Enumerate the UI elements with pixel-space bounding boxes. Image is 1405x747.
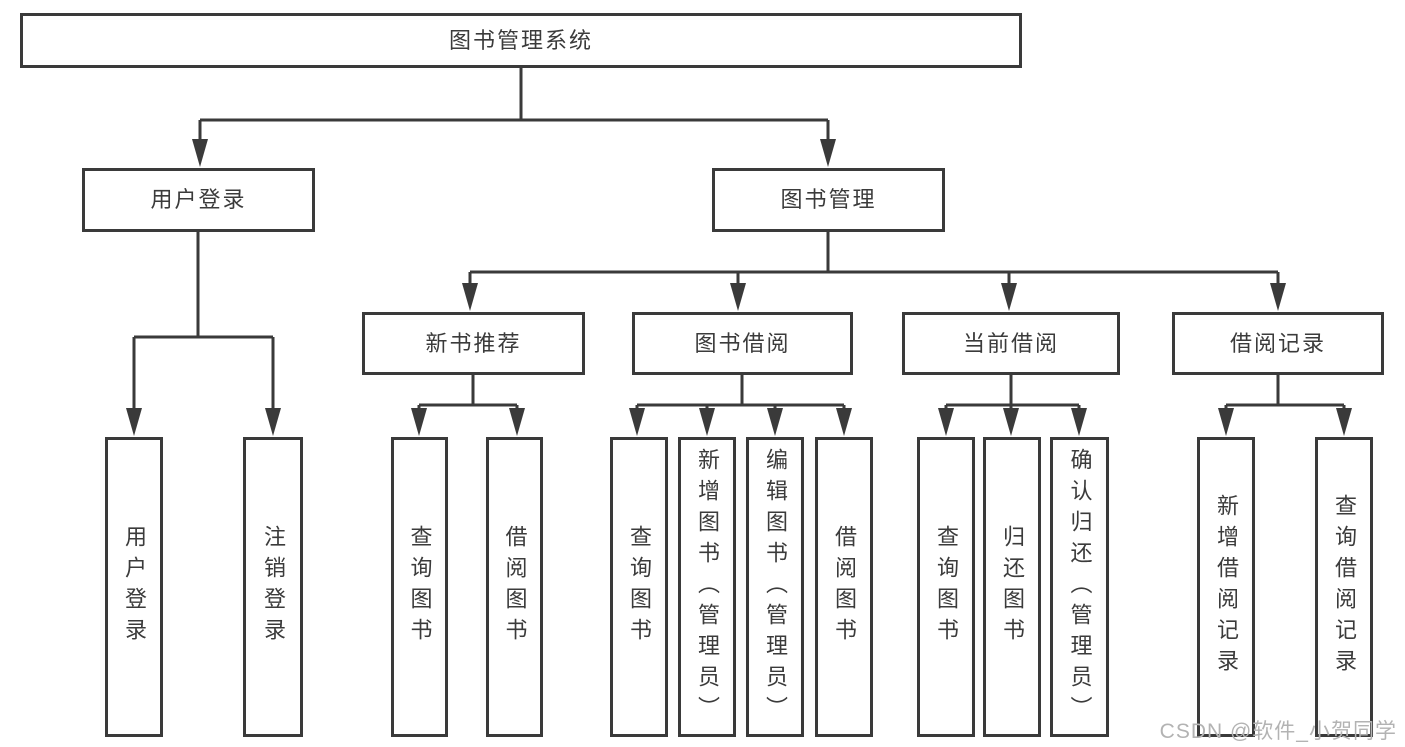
arrowhead xyxy=(629,408,645,436)
arrowhead xyxy=(1071,408,1087,436)
arrowhead xyxy=(730,283,746,311)
connector-user-login-to-leaves xyxy=(132,232,275,412)
node-borrow-records-label: 借阅记录 xyxy=(1229,330,1326,356)
leaf-confirm-return-admin: 确认归还（管理员） xyxy=(1050,437,1109,737)
node-user-login-label: 用户登录 xyxy=(150,187,247,212)
arrowhead xyxy=(1336,408,1352,436)
leaf-user-login: 用户登录 xyxy=(105,437,163,737)
arrowhead xyxy=(1001,283,1017,311)
leaf-borrow-books-recommend: 借阅图书 xyxy=(486,437,543,737)
arrowhead xyxy=(462,283,478,311)
leaf-return-books-label: 归还图书 xyxy=(1000,525,1025,649)
leaf-query-books-borrow-label: 查询图书 xyxy=(627,525,652,649)
arrowhead xyxy=(192,139,208,167)
leaf-add-borrow-record-label: 新增借阅记录 xyxy=(1214,494,1239,680)
arrowhead xyxy=(509,408,525,436)
node-current-borrow-label: 当前借阅 xyxy=(962,330,1059,356)
connector-book-management-to-level3 xyxy=(468,232,1280,288)
arrowhead xyxy=(1003,408,1019,436)
leaf-logout-label: 注销登录 xyxy=(261,525,286,649)
leaf-query-books-borrow: 查询图书 xyxy=(610,437,668,737)
leaf-query-books-recommend-label: 查询图书 xyxy=(407,525,433,649)
node-user-login: 用户登录 xyxy=(82,168,315,232)
leaf-borrow-books: 借阅图书 xyxy=(815,437,873,737)
connector-current-borrow-to-leaves xyxy=(944,375,1081,412)
leaf-add-borrow-record: 新增借阅记录 xyxy=(1197,437,1255,737)
leaf-confirm-return-admin-label: 确认归还（管理员） xyxy=(1067,447,1093,727)
node-book-management: 图书管理 xyxy=(712,168,945,232)
node-new-book-recommend-label: 新书推荐 xyxy=(425,330,522,356)
leaf-query-books-current-label: 查询图书 xyxy=(934,525,959,649)
leaf-query-borrow-record: 查询借阅记录 xyxy=(1315,437,1373,737)
leaf-query-books-recommend: 查询图书 xyxy=(391,437,448,737)
connector-book-borrow-to-leaves xyxy=(635,375,846,412)
arrowhead xyxy=(767,408,783,436)
node-book-borrow: 图书借阅 xyxy=(632,312,853,375)
node-root-label: 图书管理系统 xyxy=(448,27,593,53)
node-current-borrow: 当前借阅 xyxy=(902,312,1120,375)
leaf-query-books-current: 查询图书 xyxy=(917,437,975,737)
arrowhead xyxy=(938,408,954,436)
connector-root-to-level2 xyxy=(198,68,830,144)
node-borrow-records: 借阅记录 xyxy=(1172,312,1384,375)
connector-borrow-records-to-leaves xyxy=(1224,375,1346,412)
leaf-add-books-admin: 新增图书（管理员） xyxy=(678,437,736,737)
arrowhead xyxy=(699,408,715,436)
leaf-borrow-books-recommend-label: 借阅图书 xyxy=(502,525,528,649)
arrowhead xyxy=(1218,408,1234,436)
leaf-user-login-label: 用户登录 xyxy=(122,525,147,649)
leaf-return-books: 归还图书 xyxy=(983,437,1041,737)
arrowhead xyxy=(126,408,142,436)
leaf-query-borrow-record-label: 查询借阅记录 xyxy=(1332,494,1357,680)
node-root: 图书管理系统 xyxy=(20,13,1022,68)
arrowhead xyxy=(411,408,427,436)
node-book-borrow-label: 图书借阅 xyxy=(694,330,791,356)
leaf-borrow-books-label: 借阅图书 xyxy=(832,525,857,649)
arrowhead xyxy=(1270,283,1286,311)
node-new-book-recommend: 新书推荐 xyxy=(362,312,585,375)
leaf-edit-books-admin: 编辑图书（管理员） xyxy=(746,437,804,737)
arrowhead xyxy=(836,408,852,436)
node-book-management-label: 图书管理 xyxy=(780,187,877,212)
arrowhead xyxy=(820,139,836,167)
connector-new-book-recommend-to-leaves xyxy=(417,375,519,412)
arrowhead xyxy=(265,408,281,436)
leaf-logout: 注销登录 xyxy=(243,437,303,737)
leaf-edit-books-admin-label: 编辑图书（管理员） xyxy=(763,447,788,727)
leaf-add-books-admin-label: 新增图书（管理员） xyxy=(695,447,720,727)
